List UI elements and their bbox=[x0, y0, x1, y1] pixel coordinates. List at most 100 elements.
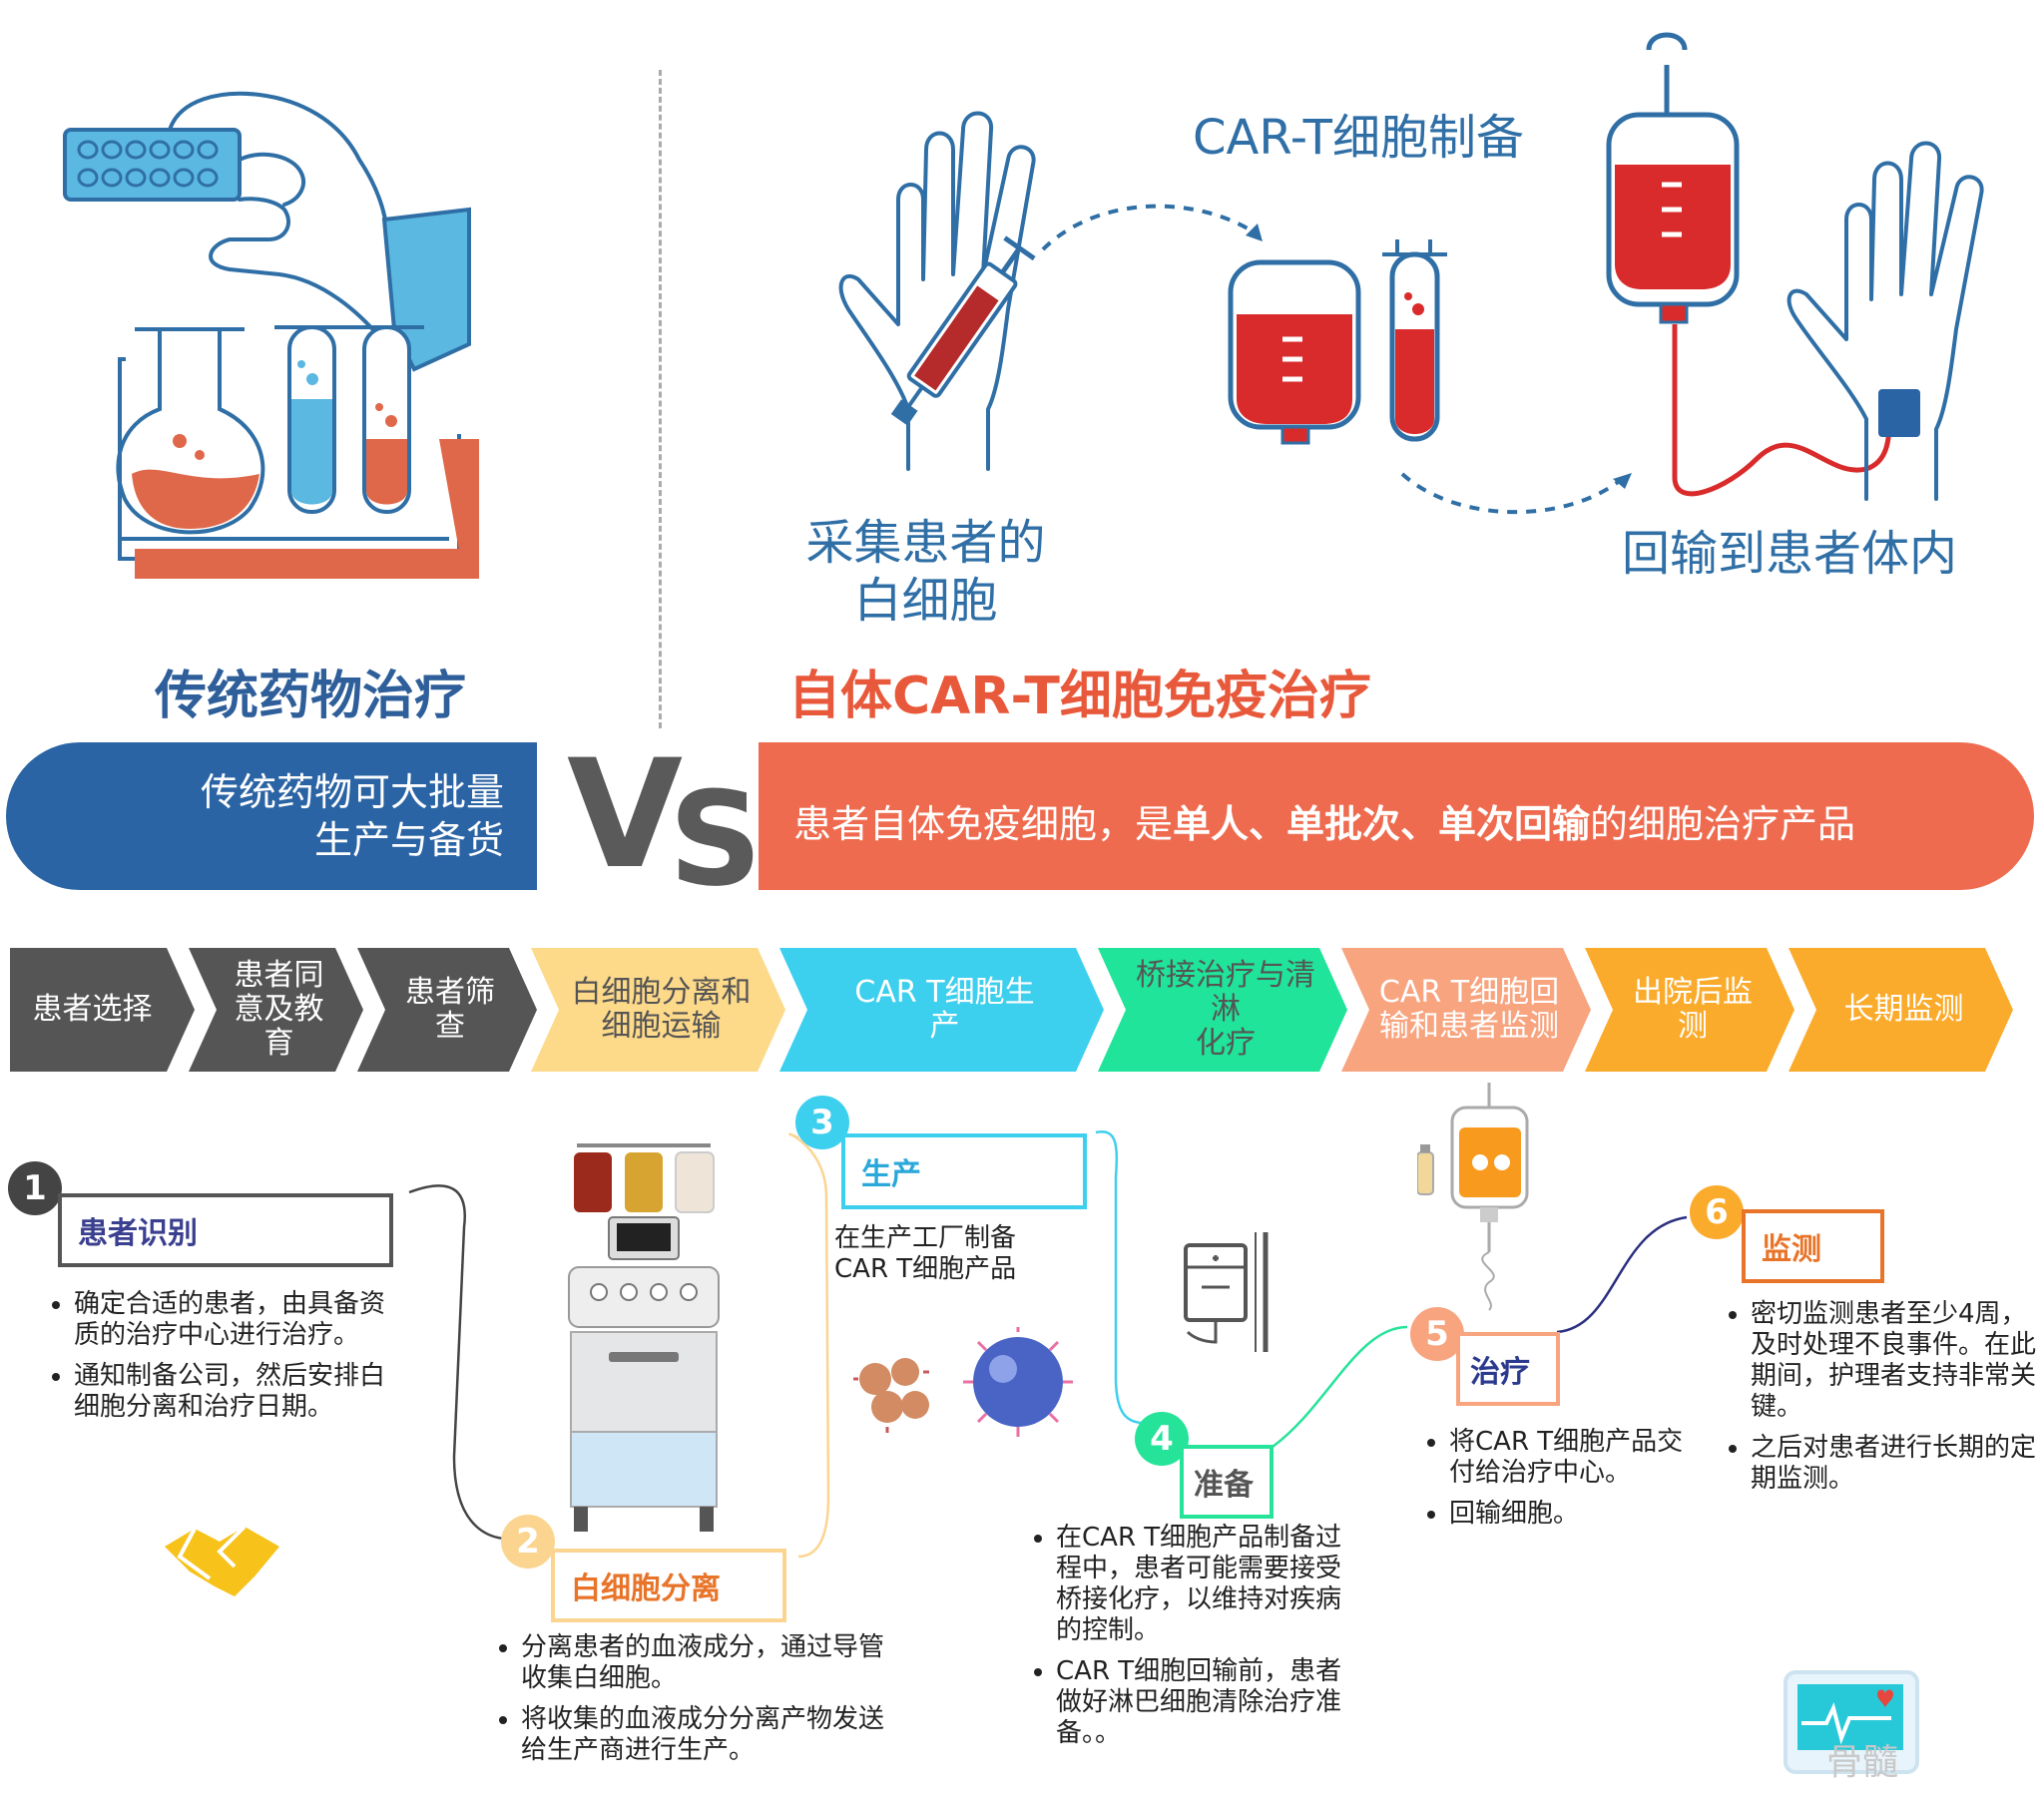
cart-prep-illustration bbox=[1228, 239, 1447, 445]
process-step-line2: 细胞运输 bbox=[601, 1009, 722, 1044]
process-step-label: 患者选择 bbox=[33, 993, 153, 1027]
vs-s: S bbox=[669, 763, 763, 915]
timeline-connectors bbox=[408, 1129, 1688, 1559]
step-6-bullet-1: 密切监测患者至少4周，及时处理不良事件。在此期间，护理者支持非常关键。 bbox=[1751, 1299, 2036, 1423]
step-6-bullet-2: 之后对患者进行长期的定期监测。 bbox=[1751, 1433, 2036, 1495]
process-step-line2: 化疗 bbox=[1196, 1026, 1256, 1061]
test-tube-red-icon bbox=[349, 325, 424, 514]
iv-stand-icon bbox=[1184, 1232, 1269, 1352]
iv-patch-icon bbox=[1878, 389, 1920, 437]
step-3-text-line1: 在生产工厂制备 bbox=[834, 1223, 1017, 1253]
vs-v: V bbox=[567, 728, 683, 902]
step-2-title: 白细胞分离 bbox=[551, 1549, 786, 1622]
traditional-heading: 传统药物治疗 bbox=[155, 667, 467, 726]
step-5-bullet-2: 回输细胞。 bbox=[1449, 1499, 1705, 1530]
step-3-number: 3 bbox=[795, 1096, 849, 1149]
process-step-label: 白细胞分离和细胞运输 bbox=[572, 976, 752, 1044]
vs-mark: VS bbox=[567, 728, 763, 915]
step-3-text: 在生产工厂制备 CAR T细胞产品 bbox=[834, 1223, 1134, 1285]
virus-cells-icon bbox=[853, 1327, 1073, 1437]
process-step-label: CAR T细胞回输和患者监测 bbox=[1379, 976, 1559, 1044]
cart-pill-bold: 单人、单批次、单次回输 bbox=[1173, 802, 1591, 846]
process-step-9: 长期监测 bbox=[1788, 948, 2013, 1072]
process-step-7: CAR T细胞回输和患者监测 bbox=[1341, 948, 1591, 1072]
step-6-number: 6 bbox=[1690, 1185, 1744, 1239]
step-4-bullets: 在CAR T细胞产品制备过程中，患者可能需要接受桥接化疗，以维持对疾病的控制。C… bbox=[1022, 1523, 1361, 1759]
traditional-drug-illustration bbox=[63, 91, 479, 579]
cart-pill bbox=[759, 742, 2034, 890]
step-3-text-line2: CAR T细胞产品 bbox=[834, 1254, 1017, 1284]
step-6-title: 监测 bbox=[1742, 1209, 1884, 1283]
step-1-bullet-1: 确定合适的患者，由具备资质的治疗中心进行治疗。 bbox=[74, 1289, 409, 1351]
process-step-line1: CAR T细胞生 bbox=[854, 975, 1035, 1010]
step-4-title: 准备 bbox=[1180, 1445, 1274, 1519]
process-step-5: CAR T细胞生产 bbox=[779, 948, 1104, 1072]
process-step-2: 患者同意及教育 bbox=[189, 948, 363, 1072]
flask-icon bbox=[116, 327, 265, 535]
process-step-line1: 患者同 bbox=[234, 958, 324, 993]
process-step-line1: 患者筛查 bbox=[405, 975, 495, 1044]
process-step-label: 出院后监测 bbox=[1621, 976, 1765, 1044]
traditional-pill bbox=[6, 742, 537, 890]
process-step-line1: 患者选择 bbox=[32, 992, 153, 1027]
watermark: 骨髓 bbox=[1826, 1742, 1899, 1783]
pill-blister-icon bbox=[63, 128, 242, 202]
collect-label-line1: 采集患者的 bbox=[805, 515, 1046, 571]
test-tube-blue-icon bbox=[274, 325, 349, 514]
heart-monitor-icon bbox=[1784, 1670, 1919, 1774]
patient-hand-icon bbox=[1787, 141, 1984, 501]
process-step-line1: 出院后监测 bbox=[1633, 975, 1753, 1044]
step-4-bullet-2: CAR T细胞回输前，患者做好淋巴细胞清除治疗准备。。 bbox=[1056, 1656, 1361, 1749]
syringe-icon bbox=[890, 235, 1036, 426]
step-2-bullet-1: 分离患者的血液成分，通过导管收集白细胞。 bbox=[521, 1632, 906, 1694]
process-step-1: 患者选择 bbox=[10, 948, 195, 1072]
cart-pill-text: 患者自体免疫细胞，是单人、单批次、单次回输的细胞治疗产品 bbox=[793, 793, 1855, 848]
process-step-label: 长期监测 bbox=[1844, 993, 1964, 1027]
step-1-bullets: 确定合适的患者，由具备资质的治疗中心进行治疗。通知制备公司，然后安排白细胞分离和… bbox=[40, 1289, 409, 1433]
collect-illustration bbox=[838, 111, 1036, 471]
cart-pill-pre: 患者自体免疫细胞，是 bbox=[793, 802, 1174, 846]
step-6-bullets: 密切监测患者至少4周，及时处理不良事件。在此期间，护理者支持非常关键。之后对患者… bbox=[1717, 1299, 2036, 1505]
process-step-line1: 白细胞分离和 bbox=[571, 975, 752, 1010]
hand-icon bbox=[838, 111, 1036, 471]
traditional-pill-text: 传统药物可大批量 生产与备货 bbox=[150, 768, 504, 864]
blood-bag-icon bbox=[1228, 259, 1361, 445]
process-step-label: 患者同意及教育 bbox=[225, 959, 333, 1061]
infuse-illustration bbox=[1606, 32, 1984, 501]
process-step-line2: 意及教育 bbox=[234, 992, 324, 1061]
process-step-6: 桥接治疗与清淋化疗 bbox=[1098, 948, 1347, 1072]
process-step-line2: 产 bbox=[929, 1009, 960, 1044]
section-divider bbox=[659, 70, 662, 728]
blood-tube-icon bbox=[1382, 239, 1447, 442]
process-step-label: CAR T细胞生产 bbox=[854, 976, 1034, 1044]
infusion-bag-icon bbox=[1417, 1083, 1529, 1311]
step-2-number: 2 bbox=[501, 1515, 555, 1569]
process-step-line1: CAR T细胞回 bbox=[1378, 975, 1560, 1010]
step-5-bullet-1: 将CAR T细胞产品交付给治疗中心。 bbox=[1449, 1427, 1705, 1489]
cart-heading: 自体CAR-T细胞免疫治疗 bbox=[788, 667, 1371, 726]
step-3-title: 生产 bbox=[841, 1133, 1087, 1209]
traditional-pill-line1: 传统药物可大批量 bbox=[200, 770, 504, 814]
collect-label-line2: 白细胞 bbox=[853, 573, 998, 629]
arrow-to-prep bbox=[1041, 204, 1263, 251]
step-1-title: 患者识别 bbox=[58, 1193, 393, 1267]
process-step-8: 出院后监测 bbox=[1585, 948, 1794, 1072]
iv-bag-icon bbox=[1606, 32, 1740, 324]
infuse-label: 回输到患者体内 bbox=[1622, 526, 1958, 582]
step-2-bullet-2: 将收集的血液成分分离产物发送给生产商进行生产。 bbox=[521, 1704, 906, 1766]
cart-prep-label: CAR-T细胞制备 bbox=[1193, 110, 1524, 166]
cart-pill-post: 的细胞治疗产品 bbox=[1590, 802, 1856, 846]
step-5-title: 治疗 bbox=[1456, 1332, 1560, 1406]
glove-hand-icon bbox=[168, 91, 406, 351]
step-2-bullets: 分离患者的血液成分，通过导管收集白细胞。将收集的血液成分分离产物发送给生产商进行… bbox=[487, 1632, 906, 1776]
process-step-line1: 长期监测 bbox=[1843, 992, 1964, 1027]
step-5-bullets: 将CAR T细胞产品交付给治疗中心。回输细胞。 bbox=[1415, 1427, 1705, 1540]
iv-line-icon bbox=[1672, 324, 1894, 497]
test-rack-icon bbox=[118, 357, 479, 579]
arrow-to-infuse bbox=[1400, 472, 1632, 515]
step-5-number: 5 bbox=[1410, 1307, 1464, 1361]
process-step-3: 患者筛查 bbox=[357, 948, 537, 1072]
step-1-bullet-2: 通知制备公司，然后安排白细胞分离和治疗日期。 bbox=[74, 1361, 409, 1423]
handshake-icon bbox=[165, 1525, 279, 1596]
